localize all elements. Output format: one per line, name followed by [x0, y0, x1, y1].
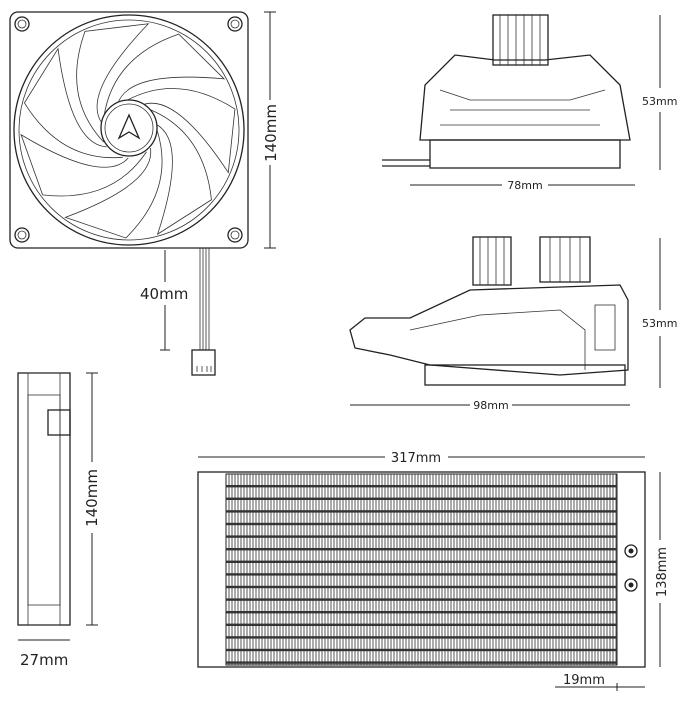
fan-side-view: 140mm 27mm — [17, 372, 101, 669]
fan-size-label: 140mm — [262, 104, 280, 162]
fan-front-view — [9, 11, 249, 249]
cable-length-label: 40mm — [140, 285, 188, 303]
radiator-tube — [226, 598, 617, 601]
radiator-tube — [226, 661, 617, 664]
fan-side-height-label: 140mm — [83, 469, 101, 527]
radiator-tube — [226, 623, 617, 626]
radiator-tubes — [226, 485, 617, 664]
radiator-height-label: 138mm — [655, 547, 670, 597]
pump-width-label: 78mm — [507, 179, 542, 192]
radiator-tube — [226, 548, 617, 551]
radiator-tube — [226, 510, 617, 513]
radiator-length-label: 317mm — [391, 451, 441, 466]
radiator-tube — [226, 573, 617, 576]
endcap-width-label: 19mm — [563, 673, 605, 688]
pump-length-label: 98mm — [473, 399, 508, 412]
mounting-hole-icons — [14, 16, 243, 243]
fan-cable: 40mm — [140, 248, 216, 376]
radiator-tube — [226, 636, 617, 639]
fan-blade — [122, 88, 236, 174]
fan-blade — [20, 133, 147, 197]
fitting-icons — [624, 544, 638, 592]
radiator-tube — [226, 648, 617, 652]
fan-thickness-label: 27mm — [20, 651, 68, 669]
radiator-tube — [226, 535, 617, 538]
fan-blade — [146, 107, 212, 236]
pump-side-view: 98mm 53mm — [349, 236, 677, 412]
radiator-tube — [226, 560, 617, 563]
fan-blade — [64, 129, 163, 239]
radiator-view: 317mm 138mm 19mm — [197, 451, 670, 691]
radiator-tube — [226, 497, 617, 500]
pump-height-label: 53mm — [642, 95, 677, 108]
pump-side-height-label: 53mm — [642, 317, 677, 330]
radiator-tube — [226, 485, 617, 488]
arctic-logo-icon — [117, 113, 141, 140]
radiator-tube — [226, 585, 617, 589]
pump-front-view: 78mm 53mm — [382, 14, 677, 192]
radiator-tube — [226, 611, 617, 614]
fan-blades — [20, 23, 236, 239]
fan-blade — [103, 33, 226, 118]
fan-dimension: 140mm — [262, 11, 280, 249]
fan-blade — [76, 23, 150, 143]
fan-blade — [23, 47, 123, 159]
radiator-tube — [226, 522, 617, 526]
